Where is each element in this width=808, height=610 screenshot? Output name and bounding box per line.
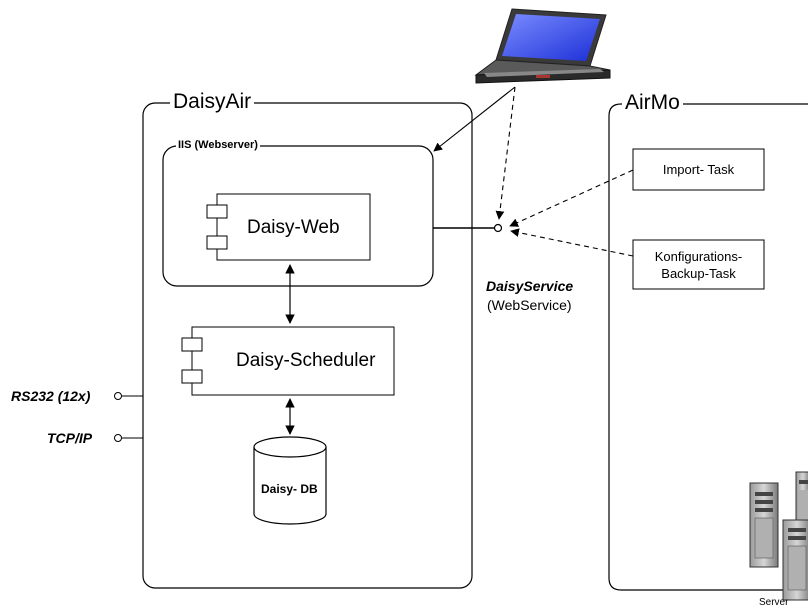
daisy-db-label: Daisy- DB (261, 482, 318, 496)
server-icon (749, 471, 808, 601)
backup-task-box (632, 239, 765, 290)
import-task-label: Import- Task (662, 162, 735, 177)
backup-task-label-line1: Konfigurations- (654, 249, 743, 264)
daisy-scheduler-component (181, 326, 395, 396)
airmo-title: AirMo (622, 92, 683, 113)
daisyair-title: DaisyAir (170, 91, 255, 112)
rs232-label: RS232 (12x) (11, 388, 91, 404)
laptop-to-service-arrow (495, 86, 516, 220)
backup-to-service-arrow (510, 228, 634, 257)
tcpip-label: TCP/IP (47, 430, 93, 446)
iis-container (162, 145, 434, 287)
daisyservice-label: DaisyService (486, 278, 574, 294)
laptop-to-iis-arrow (433, 86, 516, 152)
daisyservice-port (493, 223, 503, 233)
daisy-web-label: Daisy-Web (247, 217, 340, 238)
rs232-port (114, 392, 122, 400)
daisy-scheduler-label: Daisy-Scheduler (236, 350, 376, 371)
import-to-service-arrow (509, 169, 634, 227)
laptop-icon (474, 8, 611, 84)
daisyair-container (142, 102, 473, 589)
iis-title: IIS (Webserver) (176, 139, 260, 151)
database-icon (253, 436, 327, 525)
webservice-label: (WebService) (487, 297, 572, 313)
backup-task-label-line2: Backup-Task (661, 266, 736, 281)
import-task-box (632, 148, 765, 191)
airmo-container (608, 103, 808, 591)
daisy-web-component (206, 193, 371, 261)
server-label: Server (759, 597, 789, 608)
tcpip-port (114, 434, 122, 442)
